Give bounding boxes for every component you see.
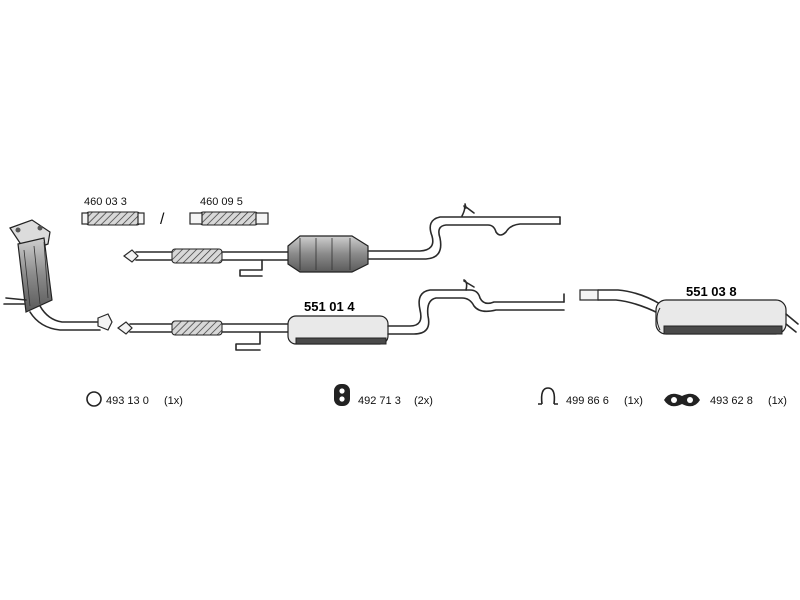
mounting-part-4-number: 493 62 8 <box>710 395 753 407</box>
upper-flex-section <box>171 248 223 264</box>
upper-rear-hanger <box>461 203 475 217</box>
flex-pipe-option-1[interactable]: 460 03 3 <box>81 196 145 226</box>
rear-silencer-assembly[interactable]: 551 03 8 <box>579 284 799 335</box>
clamp-icon <box>538 387 558 405</box>
middle-rear-hanger <box>463 279 475 291</box>
upper-hanger-bracket <box>239 259 263 277</box>
rear-silencer-icon <box>655 299 787 335</box>
upper-exhaust-assembly[interactable] <box>123 203 561 277</box>
mounting-part-2-qty: (2x) <box>414 395 433 407</box>
flex-pipe-1-icon <box>81 211 145 226</box>
flex-pipe-2-icon <box>189 211 269 226</box>
flex-pipe-2-part-number: 460 09 5 <box>200 196 243 208</box>
lower-flex-section <box>171 320 223 336</box>
flex-pipe-1-part-number: 460 03 3 <box>84 196 127 208</box>
mounting-part-2[interactable]: 492 71 3 (2x) <box>334 384 433 407</box>
rubber-hanger-icon <box>334 384 350 406</box>
mounting-part-4-qty: (1x) <box>768 395 787 407</box>
flex-pipe-option-2[interactable]: 460 09 5 <box>189 196 269 226</box>
middle-silencer-assembly[interactable]: 551 01 4 <box>117 279 565 351</box>
close-coupled-catalyst-icon <box>17 237 53 313</box>
alternative-separator: / <box>160 211 165 228</box>
mounting-part-3[interactable]: 499 86 6 (1x) <box>538 387 643 407</box>
manifold-catalyst-assembly[interactable] <box>3 219 113 331</box>
mounting-part-1-qty: (1x) <box>164 395 183 407</box>
mounting-part-1-number: 493 13 0 <box>106 395 149 407</box>
double-hanger-icon <box>664 393 700 407</box>
mounting-part-2-number: 492 71 3 <box>358 395 401 407</box>
mounting-part-3-number: 499 86 6 <box>566 395 609 407</box>
mounting-part-1[interactable]: 493 13 0 (1x) <box>86 391 183 407</box>
lower-hanger-bracket <box>235 331 261 351</box>
middle-silencer-icon <box>287 315 389 345</box>
middle-silencer-part-number: 551 01 4 <box>304 299 355 314</box>
ring-icon <box>86 391 102 407</box>
catalytic-converter-icon <box>287 235 369 273</box>
mounting-part-4[interactable]: 493 62 8 (1x) <box>664 393 787 407</box>
mounting-part-3-qty: (1x) <box>624 395 643 407</box>
upper-front-flange-icon <box>123 249 139 263</box>
rear-silencer-part-number: 551 03 8 <box>686 284 737 299</box>
lower-front-flange-icon <box>117 321 133 335</box>
